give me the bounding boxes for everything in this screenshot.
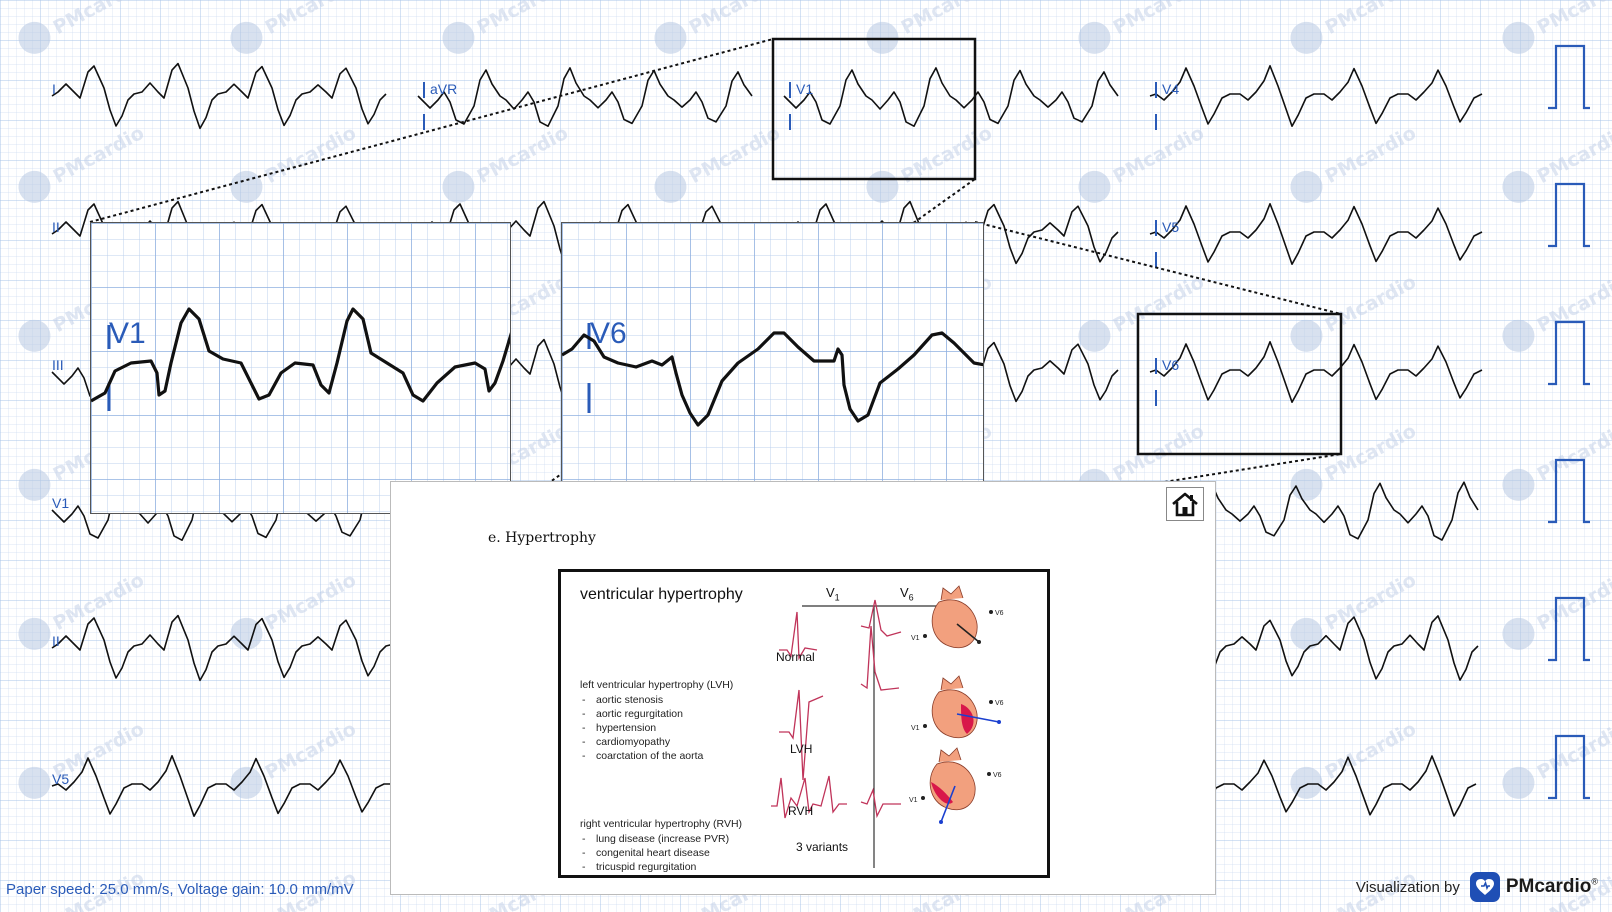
ecg-trace-r0c3 — [1149, 65, 1483, 127]
lead-label: V5 — [52, 771, 69, 787]
lvh-heading: left ventricular hypertrophy (LVH) — [580, 679, 734, 691]
lvh-cause-item: -coarctation of the aorta — [582, 750, 704, 762]
calibration-pulse — [1548, 182, 1590, 248]
reference-heading: ventricular hypertrophy — [580, 586, 743, 603]
lead-label: V6 — [1162, 357, 1179, 373]
zoom-v1-svg: V1 — [91, 223, 510, 513]
lead-label: V1 — [796, 81, 813, 97]
zoom-v1-trace — [91, 307, 510, 403]
column-head-v1: V1 — [826, 585, 840, 603]
paper-settings: Paper speed: 25.0 mm/s, Voltage gain: 10… — [6, 881, 354, 898]
rvh-causes: right ventricular hypertrophy (RVH) -lun… — [580, 817, 742, 874]
lead-label: V4 — [1162, 81, 1179, 97]
lead-label: II — [52, 219, 60, 235]
svg-text:V6: V6 — [995, 700, 1004, 707]
visualization-by-label: Visualization by — [1355, 878, 1460, 896]
ecg-trace-r0c0 — [51, 62, 387, 130]
lead-label: III — [52, 357, 64, 373]
rvh-cause-item: -tricuspid regurgitation — [582, 861, 697, 873]
lvh-cause-item: -aortic regurgitation — [582, 708, 683, 720]
ecg-trace-r1c3 — [1149, 203, 1483, 265]
svg-text:V6: V6 — [993, 772, 1002, 779]
home-icon — [1172, 492, 1198, 517]
zoom-v6-svg: V6 — [562, 223, 983, 513]
calibration-pulse — [1548, 734, 1590, 800]
highlight-box-v6 — [1136, 312, 1343, 456]
svg-text:V6: V6 — [995, 610, 1004, 617]
lead-label: I — [52, 81, 56, 97]
lvh-cause-item: -cardiomyopathy — [582, 736, 671, 748]
row-label-normal: Normal — [776, 650, 815, 664]
svg-text:V1: V1 — [911, 635, 920, 642]
panel-title: e. Hypertrophy — [488, 530, 596, 546]
pmcardio-logo-icon — [1469, 872, 1500, 902]
calibration-pulse — [1548, 44, 1590, 110]
rvh-heading: right ventricular hypertrophy (RVH) — [580, 818, 743, 830]
calibration-pulse — [1548, 458, 1590, 524]
calibration-pulse — [1548, 596, 1590, 662]
lead-label: II — [52, 633, 60, 649]
reference-waveforms — [771, 599, 902, 819]
row-label-lvh: LVH — [790, 742, 813, 756]
rvh-cause-item: -lung disease (increase PVR) — [582, 833, 730, 845]
calibration-pulses — [1548, 44, 1590, 800]
svg-text:V1: V1 — [911, 725, 920, 732]
row-label-rvh: RVH — [788, 804, 814, 818]
lvh-causes: left ventricular hypertrophy (LVH) -aort… — [580, 678, 733, 763]
ecg-trace-r0c2 — [783, 67, 1119, 127]
rvh-variants-note: 3 variants — [796, 840, 849, 854]
calibration-pulse — [1548, 320, 1590, 386]
lead-label: V1 — [52, 495, 69, 511]
zoom-view-v6: V6 — [561, 222, 984, 514]
lead-label: V5 — [1162, 219, 1179, 235]
branding: Visualization by PMcardio® — [1356, 872, 1598, 902]
svg-text:V1: V1 — [909, 797, 918, 804]
home-button[interactable] — [1166, 487, 1204, 521]
zoom-view-v1: V1 — [90, 222, 511, 514]
zoom-v1-label: V1 — [109, 317, 146, 350]
ecg-trace-r2c3 — [1149, 341, 1483, 403]
ecg-trace-r0c1 — [417, 67, 753, 127]
highlight-box-v1 — [771, 37, 977, 181]
pmcardio-brand: PMcardio® — [1505, 876, 1598, 897]
lead-label: aVR — [430, 81, 457, 97]
lvh-cause-item: -aortic stenosis — [582, 694, 664, 706]
column-head-v6: V6 — [900, 585, 914, 603]
rvh-cause-item: -congenital heart disease — [582, 847, 710, 859]
lvh-cause-item: -hypertension — [582, 722, 657, 734]
zoom-v6-trace — [562, 331, 983, 427]
